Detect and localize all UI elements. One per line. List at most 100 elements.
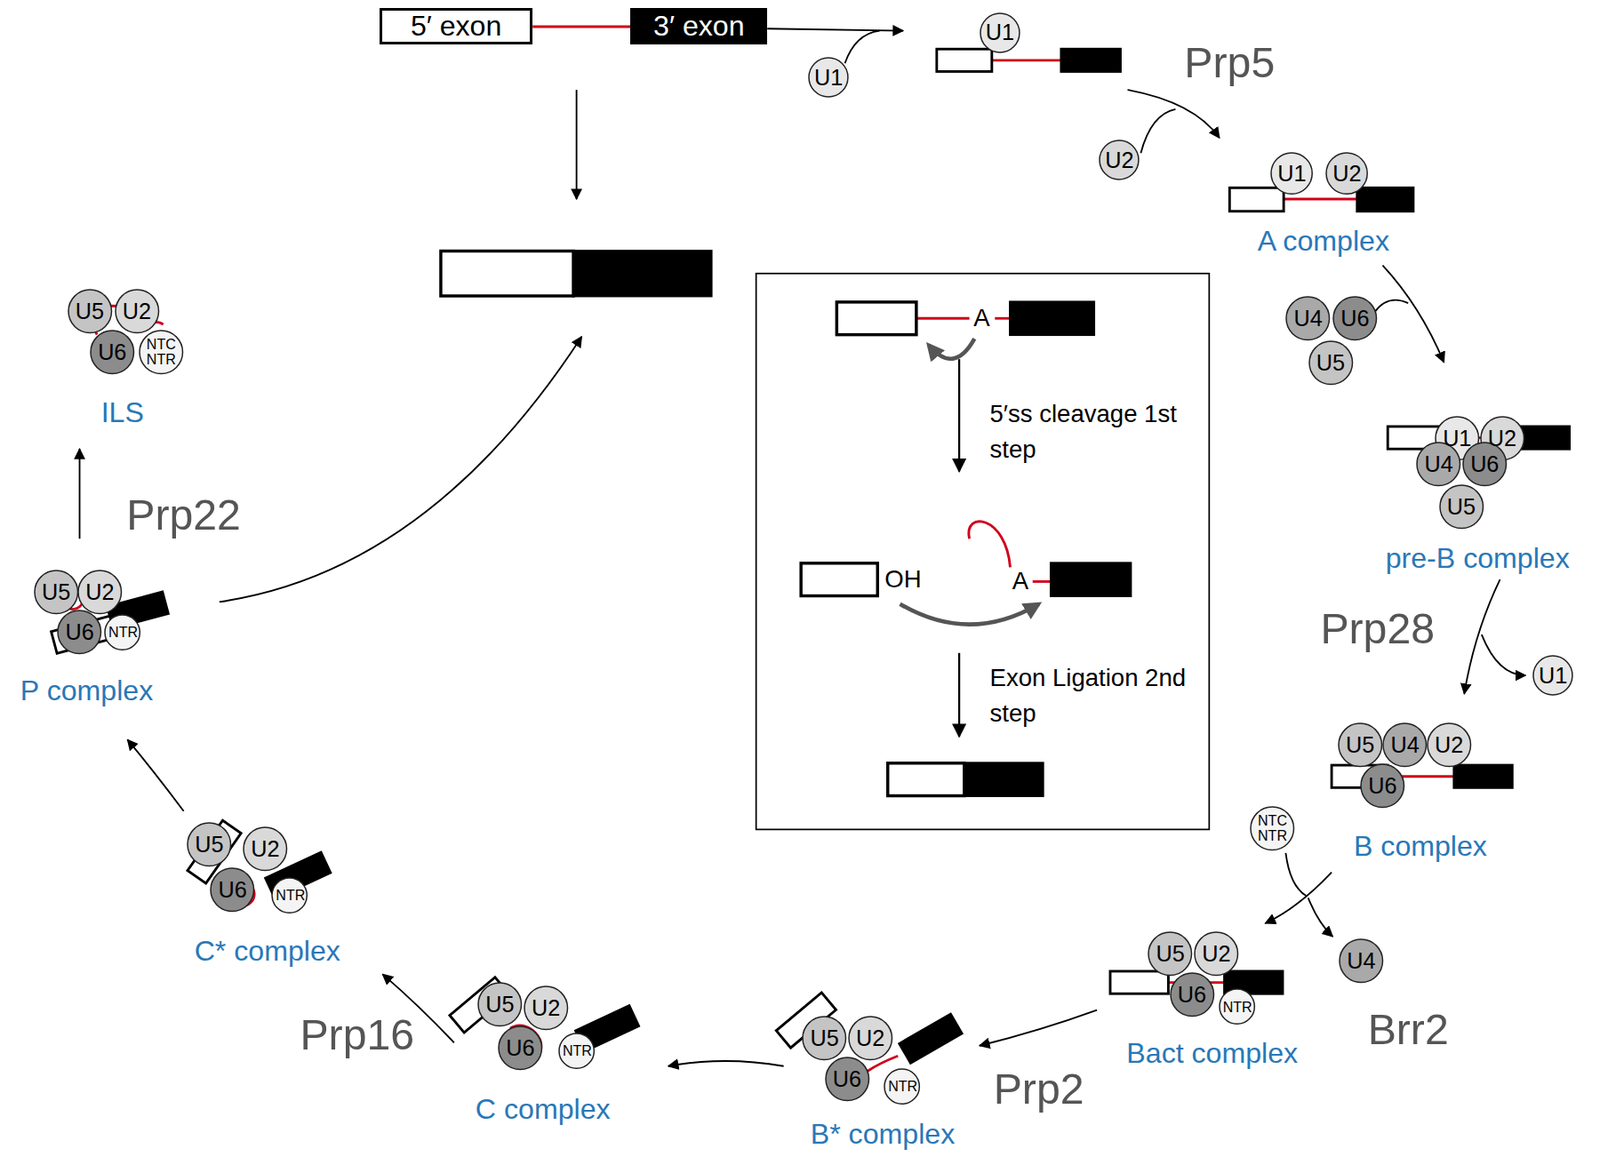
snrnp-circle: U6 bbox=[209, 867, 256, 913]
snrnp-name: U2 bbox=[1434, 733, 1464, 758]
complex-name: P complex bbox=[20, 676, 153, 708]
helicase-name: Prp16 bbox=[299, 1012, 415, 1060]
snrnp-circle: U4 bbox=[1382, 722, 1428, 768]
snrnp-circle: U2 bbox=[77, 569, 123, 616]
snrnp-circle: U2 bbox=[1426, 722, 1472, 768]
snrnp-name: NTR bbox=[1223, 1000, 1251, 1016]
snrnp-name: U2 bbox=[250, 837, 280, 862]
snrnp-circle: NTR bbox=[883, 1068, 920, 1105]
exon-label: 5′ exon bbox=[410, 11, 502, 42]
exon-box: 3′ exon bbox=[630, 8, 768, 45]
snrnp-name: NTR bbox=[562, 1043, 591, 1059]
step-label: 5′ss cleavage 1st step bbox=[990, 396, 1195, 468]
snrnp-name: U5 bbox=[75, 299, 104, 324]
snrnp-name: U5 bbox=[1316, 351, 1345, 376]
snrnp-circle: NTR bbox=[558, 1032, 595, 1070]
snrnp-circle: U5 bbox=[801, 1016, 848, 1062]
snrnp-circle: U6 bbox=[1360, 763, 1406, 809]
snrnp-name: U2 bbox=[1332, 161, 1361, 186]
snrnp-circle: U2 bbox=[1098, 139, 1140, 181]
snrnp-name: U6 bbox=[1470, 452, 1499, 477]
complex-name: ILS bbox=[101, 397, 144, 429]
snrnp-circle: U1 bbox=[1532, 655, 1574, 696]
snrnp-circle: U6 bbox=[89, 329, 136, 376]
snrnp-name: U4 bbox=[1424, 452, 1453, 477]
snrnp-name: U2 bbox=[85, 580, 114, 605]
snrnp-name: U6 bbox=[64, 620, 94, 645]
snrnp-circle: U4 bbox=[1338, 938, 1384, 984]
snrnp-circle: U2 bbox=[523, 985, 569, 1032]
snrnp-name: U6 bbox=[218, 878, 248, 903]
complex-name: pre-B complex bbox=[1385, 543, 1570, 575]
helicase-name: Prp22 bbox=[126, 491, 241, 539]
complex-name: Bact complex bbox=[1126, 1038, 1298, 1070]
snrnp-name: U2 bbox=[531, 996, 560, 1021]
snrnp-circle: U2 bbox=[1325, 152, 1368, 195]
snrnp-circle: U5 bbox=[1337, 722, 1384, 768]
snrnp-circle: U4 bbox=[1285, 296, 1331, 342]
snrnp-name: NTC NTR bbox=[1254, 813, 1291, 844]
snrnp-name: U5 bbox=[41, 580, 71, 605]
snrnp-circle: U6 bbox=[824, 1056, 871, 1103]
snrnp-name: U4 bbox=[1346, 949, 1376, 974]
complex-name: C* complex bbox=[194, 936, 341, 968]
complex-name: B* complex bbox=[810, 1119, 955, 1151]
snrnp-circle: U2 bbox=[114, 288, 160, 335]
snrnp-circle: U2 bbox=[1193, 931, 1240, 977]
snrnp-circle: U6 bbox=[1169, 972, 1216, 1018]
step-label: OH bbox=[884, 566, 921, 593]
snrnp-name: U5 bbox=[194, 832, 224, 857]
helicase-name: Prp2 bbox=[993, 1066, 1085, 1114]
snrnp-name: NTR bbox=[888, 1079, 916, 1095]
snrnp-circle: NTR bbox=[271, 877, 308, 914]
snrnp-name: U4 bbox=[1391, 733, 1420, 758]
snrnp-name: U1 bbox=[1442, 426, 1472, 451]
snrnp-name: U1 bbox=[814, 65, 843, 90]
snrnp-name: U5 bbox=[1447, 495, 1476, 520]
snrnp-name: U6 bbox=[505, 1036, 535, 1061]
snrnp-circle: U6 bbox=[1332, 296, 1378, 342]
complex-name: A complex bbox=[1257, 225, 1390, 257]
snrnp-circle: U1 bbox=[1270, 152, 1313, 195]
snrnp-name: U2 bbox=[1201, 942, 1231, 967]
snrnp-name: U6 bbox=[1368, 774, 1397, 799]
snrnp-circle: U5 bbox=[1147, 931, 1193, 977]
snrnp-circle: U6 bbox=[497, 1025, 544, 1072]
snrnp-circle: U5 bbox=[186, 822, 232, 868]
exon-label: 3′ exon bbox=[653, 11, 744, 42]
snrnp-name: U5 bbox=[809, 1026, 839, 1051]
snrnp-name: U5 bbox=[485, 992, 514, 1017]
snrnp-name: U4 bbox=[1294, 306, 1323, 331]
helicase-name: Prp28 bbox=[1320, 606, 1435, 654]
helicase-name: Prp5 bbox=[1184, 40, 1275, 88]
snrnp-circle: U6 bbox=[56, 609, 103, 656]
complex-name: B complex bbox=[1353, 831, 1488, 863]
snrnp-circle: NTR bbox=[104, 614, 141, 651]
snrnp-circle: U1 bbox=[979, 12, 1021, 54]
snrnp-name: U5 bbox=[1345, 733, 1375, 758]
step-label: A bbox=[1012, 568, 1029, 595]
snrnp-circle: NTC NTR bbox=[138, 329, 184, 376]
snrnp-name: U2 bbox=[122, 299, 152, 324]
snrnp-name: U6 bbox=[1340, 306, 1369, 331]
step-label: A bbox=[973, 304, 990, 332]
snrnp-name: U6 bbox=[97, 340, 127, 365]
snrnp-circle: U2 bbox=[848, 1016, 894, 1062]
snrnp-name: U6 bbox=[1177, 983, 1207, 1008]
snrnp-name: U2 bbox=[856, 1026, 885, 1051]
snrnp-name: U6 bbox=[832, 1067, 862, 1092]
snrnp-circle: NTC NTR bbox=[1249, 806, 1296, 852]
snrnp-circle: U5 bbox=[1439, 484, 1485, 530]
complex-name: C complex bbox=[475, 1094, 611, 1126]
snrnp-name: U5 bbox=[1156, 942, 1185, 967]
exon-box: 5′ exon bbox=[379, 8, 533, 45]
step-label: Exon Ligation 2nd step bbox=[990, 660, 1195, 732]
snrnp-name: NTC NTR bbox=[143, 336, 180, 368]
snrnp-circle: U1 bbox=[808, 56, 849, 98]
snrnp-circle: U5 bbox=[33, 569, 80, 616]
snrnp-name: U2 bbox=[1104, 148, 1134, 173]
snrnp-circle: U2 bbox=[242, 826, 288, 872]
snrnp-name: NTR bbox=[108, 624, 136, 640]
snrnp-circle: NTR bbox=[1218, 988, 1256, 1025]
